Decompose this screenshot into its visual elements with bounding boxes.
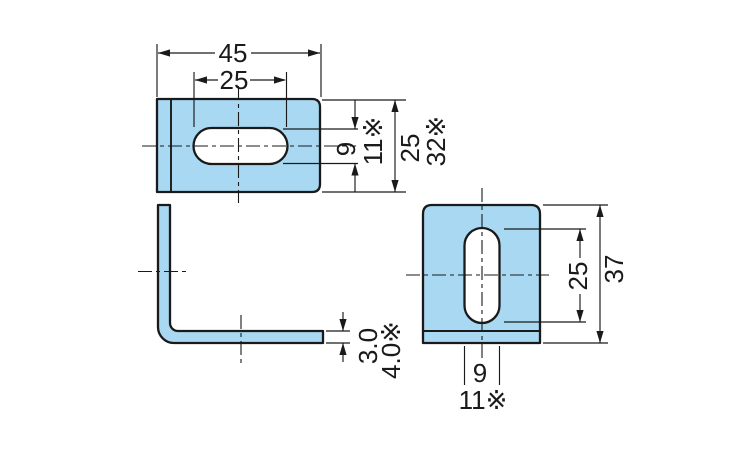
top-view-slot-length-label: 25: [220, 65, 249, 95]
front-view-slot-width-ref-label: 11※: [459, 385, 508, 415]
arrowhead-left: [195, 76, 207, 84]
arrowhead-left: [158, 49, 170, 57]
arrowhead-down: [596, 331, 604, 343]
front-view-height-label: 37: [599, 255, 629, 284]
top-view-right-dimensions: 9 11※ 25 32※: [283, 99, 451, 193]
top-view: 45 25 9 11※ 25 32※: [142, 38, 451, 203]
arrowhead-up: [391, 100, 399, 112]
front-view-slot-width-label: 9: [473, 358, 487, 388]
top-view-slot-width-label: 9: [331, 142, 361, 156]
arrowhead-down: [391, 180, 399, 192]
top-view-slot-width-ref-label: 11※: [358, 117, 388, 166]
top-view-width-label: 45: [219, 38, 248, 68]
front-view-slot-width-dimension: 9 11※: [459, 346, 508, 415]
front-view-slot-length-dimension: 25: [504, 228, 593, 323]
top-view-depth-ref-label: 32※: [421, 116, 451, 167]
top-view-slot-length-dimension: 25: [193, 65, 288, 127]
arrowhead-down: [576, 310, 584, 322]
arrowhead-up: [351, 163, 359, 176]
arrowhead-up: [576, 229, 584, 241]
arrowhead-up: [339, 343, 347, 355]
side-view-thickness-label: 3.0: [353, 328, 383, 364]
side-view-profile: [156, 203, 325, 345]
arrowhead-down: [339, 319, 347, 331]
top-view-width-dimension: 45: [156, 38, 322, 97]
side-view: 3.0 4.0※: [138, 203, 406, 379]
front-view-slot-length-label: 25: [563, 262, 593, 291]
side-view-thickness-dimension: 3.0 4.0※: [326, 312, 406, 379]
arrowhead-up: [596, 205, 604, 217]
arrowhead-right: [274, 76, 286, 84]
front-view: 25 37 9 11※: [406, 188, 629, 415]
arrowhead-down: [351, 117, 359, 129]
side-view-thickness-ref-label: 4.0※: [376, 321, 406, 379]
top-view-depth-label: 25: [395, 134, 425, 163]
arrowhead-right: [308, 49, 320, 57]
front-view-height-dimension: 37: [543, 204, 629, 344]
